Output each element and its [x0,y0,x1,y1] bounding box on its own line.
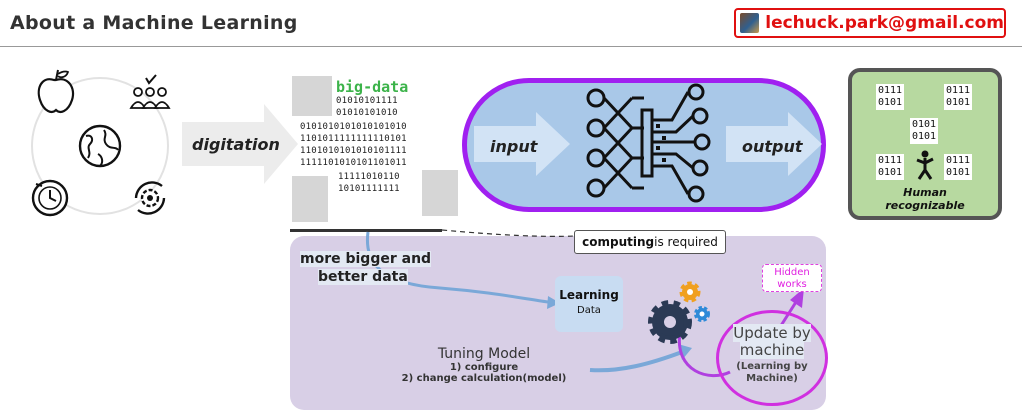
computing-required-callout: computing is required [574,230,726,254]
learning-title: Learning [559,288,619,302]
apple-icon [37,69,75,113]
person-icon [916,150,934,180]
author-avatar-icon [740,13,760,33]
big-data-block [292,76,462,222]
gear-cycle-icon [134,181,166,215]
digitation-label: digitation [192,135,280,154]
binary-row: 1101011111111110101 [300,134,407,144]
binary-row: 10101111111 [338,184,400,194]
data-underline [290,229,442,232]
input-arrow [474,112,570,176]
people-icon [129,74,171,109]
tuning-step-1: 1) configure [449,362,519,373]
author-email: lechuck.park@gmail.com [765,13,1004,33]
binary-row: 1101010101010101111 [300,146,407,156]
learning-data-box: Learning Data [555,276,623,332]
output-arrow [726,112,822,176]
gears-icon [648,281,710,344]
page-title: About a Machine Learning [10,12,298,34]
input-label: input [490,137,538,156]
binary-row: 11111010110 [338,172,400,182]
author-email-badge: lechuck.park@gmail.com [734,8,1006,38]
globe-icon [78,124,122,168]
binary-row: 0101010101010101010 [300,122,407,132]
header-divider [0,46,1022,47]
tuning-step-2: 2) change calculation(model) [401,373,567,384]
binary-row: 01010101111 [336,96,398,106]
binary-row: 01010101010 [336,108,398,118]
binary-texture [292,76,458,222]
big-data-label: big-data [336,78,409,96]
output-label: output [742,137,803,156]
clock-icon [31,179,69,217]
neural-network-icon [586,83,711,203]
binary-row: 1111101010101101011 [300,158,407,168]
output-result-box [848,68,1002,220]
data-sources-cluster [31,69,171,217]
digitation-arrow [182,104,298,184]
learning-subtitle: Data [577,305,601,316]
tuning-model-note: Tuning Model 1) configure 2) change calc… [394,346,574,384]
tuning-title: Tuning Model [437,346,531,362]
more-data-note: more bigger and better data [300,251,432,285]
